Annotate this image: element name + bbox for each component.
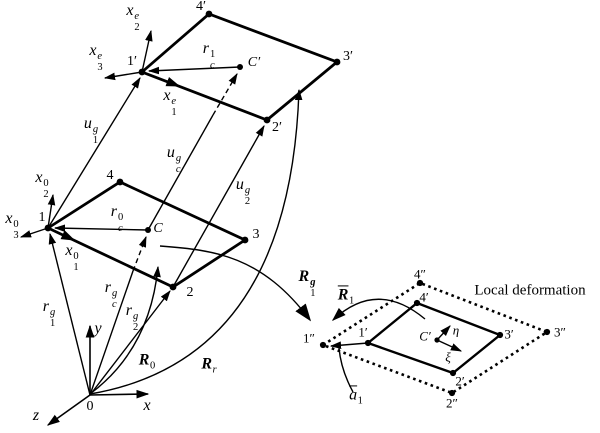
label-centroid-Cp: C′ <box>247 55 261 70</box>
label-node-3: 3 <box>252 227 260 242</box>
label-node-1pp: 1″ <box>303 330 315 346</box>
label-inset-node-3p: 3′ <box>504 326 514 342</box>
label-node-2: 2 <box>186 285 194 300</box>
ucg-vector-solid <box>147 114 214 231</box>
vector-arrows <box>47 66 369 396</box>
r1g-vector <box>48 232 91 396</box>
label-y-axis: y <box>94 320 102 337</box>
label-origin: 0 <box>86 399 94 414</box>
label-node-3p: 3′ <box>342 49 354 64</box>
R0-rotation-arrow <box>89 265 161 395</box>
label-node-1p: 1′ <box>126 54 138 69</box>
label-node-4p: 4′ <box>195 0 207 14</box>
label-x-axis: x <box>143 397 151 414</box>
u2g-vector <box>172 125 265 288</box>
rcg-vector-dashed <box>132 235 147 272</box>
label-R0-rotation: R0 <box>138 351 156 372</box>
u1g-vector <box>47 77 141 229</box>
inset-caption: Local deformation <box>474 282 586 299</box>
a1bar-vector <box>329 341 369 349</box>
label-node-2p: 2′ <box>271 120 283 135</box>
z-axis-arrow <box>46 394 91 426</box>
rotation-arrows <box>89 88 426 395</box>
label-z-axis: z <box>32 407 40 424</box>
x1e-axis-arrow <box>141 71 181 87</box>
ucg-vector-dashed <box>212 73 238 116</box>
eta-axis-arrow <box>436 325 451 341</box>
rcg-vector-solid <box>89 270 134 396</box>
label-R1bar-rotation: R1 <box>337 286 355 307</box>
R1g-rotation-arrow <box>159 245 312 322</box>
label-inset-node-2p: 2′ <box>455 373 465 389</box>
a1bar-leader-line <box>338 347 354 393</box>
label-inset-node-1p: 1′ <box>358 324 368 340</box>
label-Rr-rotation: Rr <box>201 355 217 376</box>
x20-axis-arrow <box>47 193 56 229</box>
label-inset-node-4p: 4′ <box>419 289 429 305</box>
label-node-2pp: 2″ <box>446 395 458 411</box>
R1bar-rotation-arrow <box>331 298 426 321</box>
x10-axis-arrow <box>47 227 76 241</box>
label-node-4pp: 4″ <box>414 266 426 282</box>
x30-axis-arrow <box>19 227 49 238</box>
label-node-1: 1 <box>38 210 46 225</box>
label-eta-axis: η <box>452 322 460 338</box>
r2g-vector <box>89 290 171 396</box>
rc1-vector <box>147 66 241 75</box>
label-inset-centroid-Cp: C′ <box>419 328 431 344</box>
label-node-4: 4 <box>106 168 114 183</box>
label-xi-axis: ξ <box>445 349 451 365</box>
rc0-vector <box>53 224 149 233</box>
x-axis-arrow <box>89 389 150 399</box>
label-node-3pp: 3″ <box>554 324 566 340</box>
x2e-axis-arrow <box>141 29 153 73</box>
xi-axis-arrow <box>436 339 463 352</box>
global-axes <box>46 324 150 426</box>
inset-deformed-element-edges <box>320 281 550 395</box>
inset-corotated-element-edges <box>365 301 503 375</box>
node-dots <box>44 10 551 397</box>
Rr-rotation-arrow <box>89 88 303 395</box>
x3e-axis-arrow <box>103 71 143 81</box>
label-a1bar-vector: a1 <box>349 386 363 407</box>
label-centroid-C: C <box>153 221 163 236</box>
